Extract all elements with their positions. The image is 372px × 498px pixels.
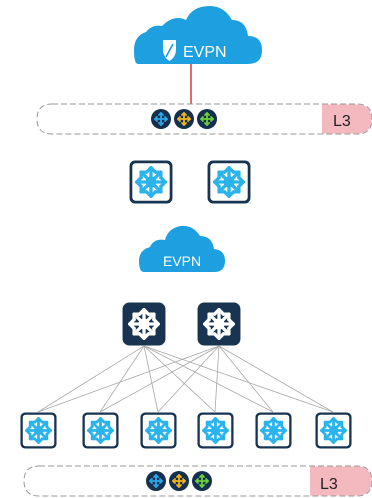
green-arrows-icon bbox=[197, 109, 217, 129]
yellow-arrows-icon bbox=[174, 109, 194, 129]
top-bar-l3-label: L3 bbox=[333, 113, 351, 130]
green-arrows-icon bbox=[192, 471, 212, 491]
bottom-l3-bar: L3 bbox=[23, 465, 372, 497]
top-evpn-cloud: EVPN bbox=[134, 6, 262, 64]
leaf-switch-5 bbox=[255, 412, 292, 449]
fabric-link-1-1 bbox=[37, 345, 145, 413]
shield-icon bbox=[163, 40, 176, 61]
fabric-link-2-2 bbox=[99, 345, 220, 413]
fabric-link-2-1 bbox=[37, 345, 220, 413]
leaf-switch-1 bbox=[20, 412, 57, 449]
leaf-switch-4 bbox=[197, 412, 234, 449]
blue-arrows-icon bbox=[151, 109, 171, 129]
fabric-link-1-2 bbox=[99, 345, 145, 413]
leaf-switch-3 bbox=[140, 412, 177, 449]
fabric-link-2-3 bbox=[157, 345, 220, 413]
bottom-bar-l3-label: L3 bbox=[320, 476, 338, 493]
yellow-arrows-icon bbox=[169, 471, 189, 491]
fabric-link-2-5 bbox=[218, 345, 274, 413]
middle-switch-2 bbox=[207, 160, 251, 204]
top-bar-l3-badge bbox=[322, 104, 372, 134]
fabric-link-2-6 bbox=[218, 345, 334, 413]
bottom-evpn-cloud: EVPN bbox=[139, 225, 225, 272]
blue-arrows-icon bbox=[146, 471, 166, 491]
fabric-link-1-3 bbox=[143, 345, 159, 413]
top-cloud-label: EVPN bbox=[183, 44, 227, 61]
leaf-switch-6 bbox=[315, 412, 352, 449]
fabric-link-1-6 bbox=[143, 345, 334, 413]
bottom-cloud-shape bbox=[139, 225, 225, 272]
middle-switch-1 bbox=[129, 160, 173, 204]
fabric-link-1-4 bbox=[143, 345, 216, 413]
leaf-switch-2 bbox=[82, 412, 119, 449]
bottom-cloud-label: EVPN bbox=[163, 253, 201, 269]
fabric-links bbox=[37, 345, 334, 413]
fabric-link-2-4 bbox=[214, 345, 220, 413]
spine-switch-1 bbox=[122, 302, 166, 346]
spine-switch-2 bbox=[197, 302, 241, 346]
fabric-link-1-5 bbox=[143, 345, 274, 413]
bottom-bar-l3-badge bbox=[310, 466, 372, 496]
top-l3-bar: L3 bbox=[36, 103, 372, 135]
